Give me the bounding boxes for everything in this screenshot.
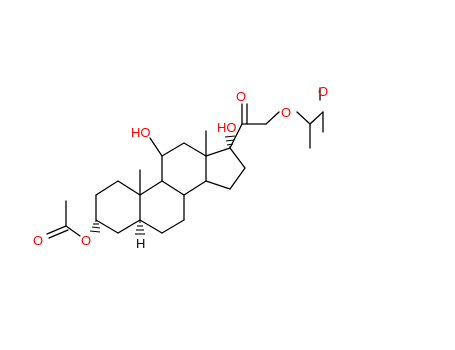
acetyl-left-oxygen-label: O xyxy=(33,233,43,248)
c5-hashed-bond xyxy=(135,220,145,235)
c3-oxygen-label: O xyxy=(81,233,91,248)
c5-hydrogen-label: H xyxy=(136,236,145,251)
acetyl-right-oxygen-label: O xyxy=(318,84,328,99)
c3-hashed-bond xyxy=(89,220,101,233)
ester-oxygen-label: O xyxy=(281,105,291,120)
ketone-oxygen-label: O xyxy=(236,89,246,104)
left-acetate-bonds xyxy=(46,200,81,239)
c17-hashed-bond xyxy=(224,135,236,148)
c17-hydroxyl-label: HO xyxy=(217,120,237,135)
c11-hydroxyl-label: HO xyxy=(131,125,151,140)
bond-lines xyxy=(95,87,324,234)
